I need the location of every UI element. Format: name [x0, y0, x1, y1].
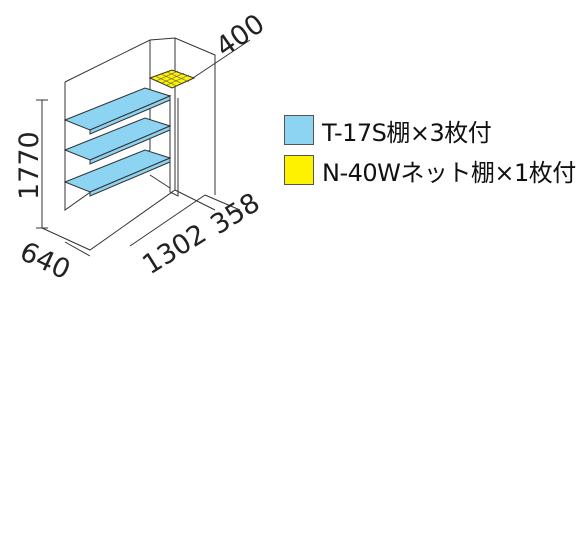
frame-top-back [149, 37, 216, 195]
legend-label: N-40Wネット棚×1枚付 [322, 158, 576, 187]
legend-swatch-blue [284, 115, 314, 145]
legend: T-17S棚×3枚付 N-40Wネット棚×1枚付 [284, 112, 576, 192]
net-shelf [148, 69, 196, 89]
frame-left-wall [64, 39, 151, 211]
shelf-top-edge [89, 95, 171, 135]
side-brace [149, 174, 171, 189]
dim-height: 1770 [14, 131, 45, 200]
width-dim-line [129, 194, 241, 247]
legend-swatch-yellow [284, 155, 314, 185]
dim-depth-top: 400 [210, 8, 270, 63]
legend-item-shelf: T-17S棚×3枚付 [284, 112, 576, 148]
height-dim-ticks [36, 99, 48, 229]
legend-item-net-shelf: N-40Wネット棚×1枚付 [284, 152, 576, 188]
dim-width-main: 1302 [137, 218, 212, 281]
dim-depth-left: 640 [15, 236, 75, 286]
depth-left-dim-line [64, 241, 91, 257]
shelf-middle-edge [89, 125, 171, 165]
shelf-bottom-edge [89, 157, 171, 197]
side-post [169, 95, 179, 197]
depth-top-dim-line [189, 39, 251, 81]
frame-bottom-edge [41, 189, 216, 251]
legend-label: T-17S棚×3枚付 [322, 118, 492, 147]
dim-width-side: 358 [205, 187, 265, 241]
